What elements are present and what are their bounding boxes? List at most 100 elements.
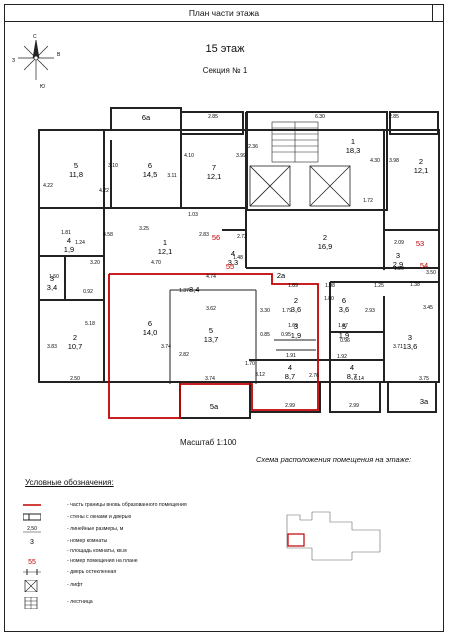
dimension-label: 3.50 bbox=[426, 270, 436, 276]
room-number: 2 bbox=[323, 233, 327, 242]
scheme-caption: Схема расположения помещения на этаже: bbox=[256, 455, 412, 464]
legend-symbol-icon bbox=[23, 500, 41, 510]
svg-text:3: 3 bbox=[30, 539, 34, 546]
legend-symbol-icon bbox=[23, 580, 41, 592]
legend-symbol-icon bbox=[23, 567, 41, 577]
legend-item: - лифт bbox=[23, 579, 83, 592]
room-number: 3 bbox=[294, 322, 298, 331]
dimension-label: 1.91 bbox=[286, 353, 296, 359]
dimension-label: 1.50 bbox=[49, 274, 59, 280]
dimension-label: 1.72 bbox=[363, 198, 373, 204]
inner-walls bbox=[169, 289, 316, 384]
dimension-label: 1.38 bbox=[410, 282, 420, 288]
dimension-label: 1.97 bbox=[338, 323, 348, 329]
room-area: 14,0 bbox=[143, 328, 158, 337]
room-number: 4 bbox=[288, 363, 292, 372]
dimension-label: 2.99 bbox=[349, 403, 359, 409]
dimension-label: 3.71 bbox=[393, 344, 403, 350]
legend-text: - стены с окнами и дверью bbox=[67, 514, 132, 520]
dimension-label: 1.69 bbox=[288, 323, 298, 329]
legend-text: - линейные размеры, м bbox=[67, 526, 124, 532]
room-area: 18,3 bbox=[346, 146, 361, 155]
legend-symbol-icon bbox=[23, 597, 41, 609]
room-number: 4 bbox=[67, 236, 71, 245]
dimension-label: 4.10 bbox=[184, 153, 194, 159]
new-premises-boundary bbox=[108, 273, 319, 419]
room-area: 1,9 bbox=[339, 331, 349, 340]
dimension-label: 3.62 bbox=[206, 306, 216, 312]
compass-s: Ю bbox=[40, 84, 45, 90]
dimension-label: 3.12 bbox=[255, 372, 265, 378]
room-area: 12,1 bbox=[414, 166, 429, 175]
legend-item: - стены с окнами и дверью bbox=[23, 511, 131, 523]
room-area: 11,8 bbox=[69, 170, 83, 179]
room-area: 8,7 bbox=[285, 372, 295, 381]
premises-number: 55 bbox=[226, 262, 234, 271]
room-area: 3,6 bbox=[291, 305, 301, 314]
dimension-label: 2.36 bbox=[248, 144, 258, 150]
legend-item: - часть границы вновь образованного поме… bbox=[23, 499, 187, 511]
dimension-label: 3.98 bbox=[389, 158, 399, 164]
premises-numbers: 56 55 53 54 bbox=[212, 233, 428, 271]
room-area: 3,4 bbox=[47, 283, 57, 292]
room-area: 12,1 bbox=[158, 247, 173, 256]
dimension-label: 1.98 bbox=[325, 283, 335, 289]
room-area: 3,3 bbox=[228, 258, 238, 267]
dimension-label: 3.30 bbox=[260, 308, 270, 314]
dimension-label: 5.18 bbox=[85, 321, 95, 327]
room-number: 2 bbox=[294, 296, 298, 305]
room-number: 4 bbox=[350, 363, 354, 372]
room7-area-label: 8,4 bbox=[189, 285, 199, 294]
room-number: 6 bbox=[148, 319, 152, 328]
premises-number: 54 bbox=[420, 261, 428, 270]
legend-item: 3 - номер комнаты bbox=[23, 535, 107, 547]
legend-text: - номер комнаты bbox=[67, 538, 108, 544]
room-area: 12,1 bbox=[207, 172, 222, 181]
dimension-label: 1.03 bbox=[188, 212, 198, 218]
room-number: 6 bbox=[148, 161, 152, 170]
dimension-label: 3.14 bbox=[354, 376, 364, 382]
legend-text: - номер помещения на плане bbox=[67, 558, 138, 564]
dimension-label: 3.25 bbox=[139, 226, 149, 232]
legend-symbol-icon bbox=[23, 512, 41, 522]
room-number: 4 bbox=[231, 249, 235, 258]
room-number: 3 bbox=[396, 251, 400, 260]
dimension-label: 3.10 bbox=[108, 163, 118, 169]
compass-w: З bbox=[12, 58, 15, 64]
room-area: 16,9 bbox=[318, 242, 333, 251]
dimension-label: 3.74 bbox=[161, 344, 171, 350]
dimension-label: 2.85 bbox=[208, 114, 218, 120]
dimension-label: 3.74 bbox=[205, 376, 215, 382]
floor-title: 15 этаж bbox=[205, 43, 245, 55]
dimension-label: 1.25 bbox=[374, 283, 384, 289]
room-area: 13,7 bbox=[204, 335, 219, 344]
dimension-label: 1.24 bbox=[75, 240, 85, 246]
room-area: 8,7 bbox=[347, 372, 357, 381]
dimension-label: 4.70 bbox=[151, 260, 161, 266]
legend-item: - дверь остекленная bbox=[23, 566, 116, 578]
compass-n: С bbox=[33, 34, 37, 40]
dimension-label: 1.70 bbox=[245, 361, 255, 367]
legend-text: - лифт bbox=[67, 582, 83, 588]
premises-number: 53 bbox=[416, 239, 424, 248]
legend-item: 2,50- линейные размеры, м bbox=[23, 523, 123, 535]
dimension-label: 2.85 bbox=[389, 114, 399, 120]
room-labels: 511,8614,5712,1118,3212,1112,1216,941,93… bbox=[47, 137, 429, 381]
dimension-label: 4.22 bbox=[99, 188, 109, 194]
dimension-label: 2.93 bbox=[365, 308, 375, 314]
room-area: 2,9 bbox=[393, 260, 403, 269]
legend-text: - часть границы вновь образованного поме… bbox=[67, 502, 187, 508]
room-number: 7 bbox=[212, 163, 216, 172]
dimension-label: 1.48 bbox=[233, 255, 243, 261]
dimension-label: 2.99 bbox=[285, 403, 295, 409]
room-number: 1 bbox=[163, 238, 167, 247]
sheet-frame bbox=[4, 4, 444, 632]
sheet-header: План части этажа bbox=[4, 4, 444, 22]
room-number: 2 bbox=[419, 157, 423, 166]
premises-number: 56 bbox=[212, 233, 220, 242]
room-number: 6 bbox=[342, 296, 346, 305]
dimension-label: 4.74 bbox=[206, 274, 216, 280]
legend-text: - лестница bbox=[67, 599, 93, 605]
